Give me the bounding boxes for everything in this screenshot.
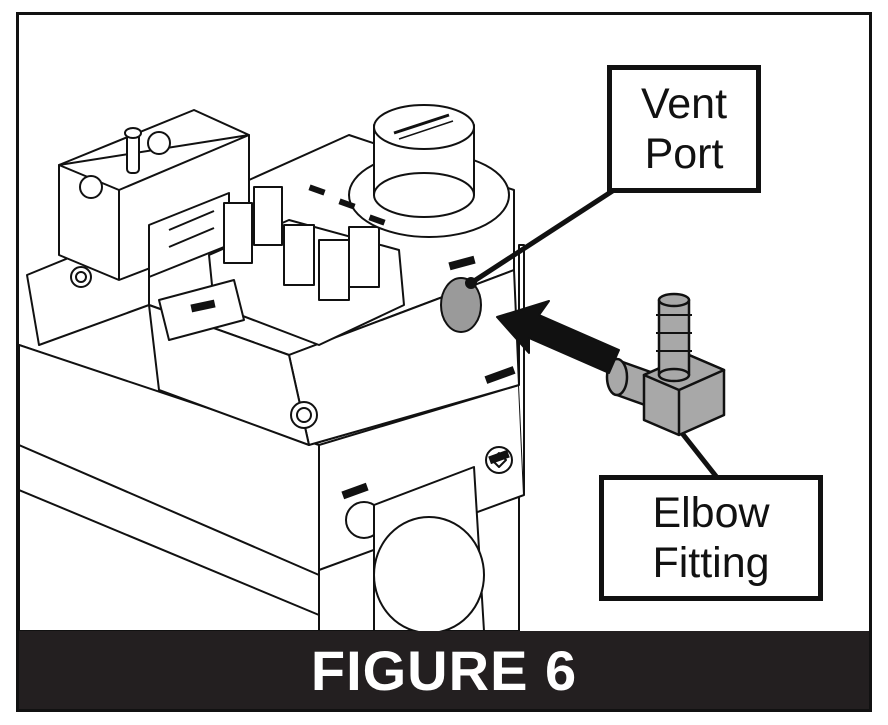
figure-frame: Vent Port Elbow Fitting FIGURE 6 (16, 12, 872, 712)
caption-bar: FIGURE 6 (19, 631, 869, 709)
vent-port-callout: Vent Port (607, 65, 761, 193)
elbow-fitting-callout: Elbow Fitting (599, 475, 823, 601)
gas-outlet (373, 466, 485, 631)
pressure-knob (348, 104, 510, 238)
gas-valve-illustration (19, 104, 726, 631)
elbow-fitting (605, 292, 726, 437)
terminal-block (208, 186, 405, 346)
vent-port-leader (469, 187, 616, 286)
vent-port (440, 277, 482, 333)
vent-port-label: Vent Port (640, 80, 728, 178)
elbow-fitting-label: Elbow Fitting (652, 489, 770, 587)
embossed-marks (190, 184, 516, 500)
figure-caption: FIGURE 6 (310, 638, 578, 702)
direction-arrow (496, 300, 620, 374)
